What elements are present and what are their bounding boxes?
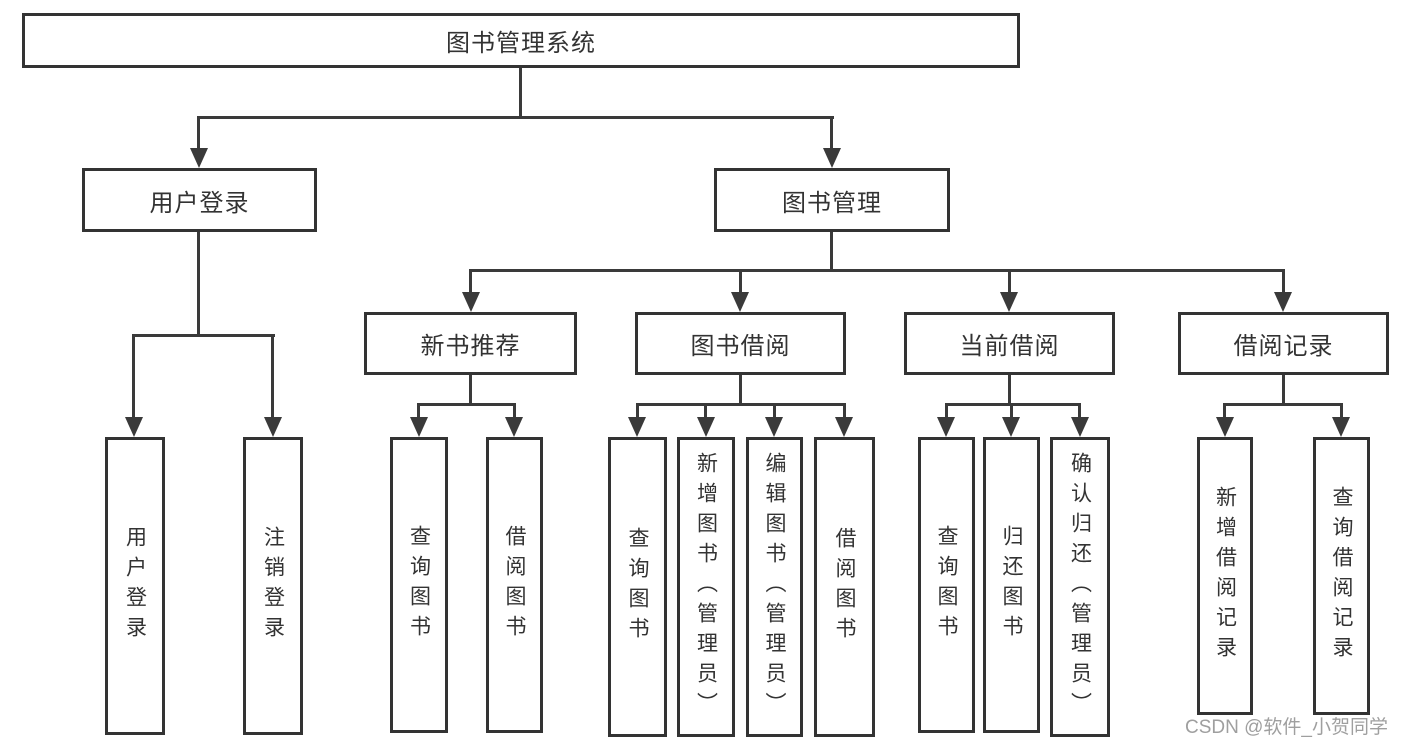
connector-line	[519, 68, 522, 118]
connector-line	[271, 334, 274, 421]
leaf-confirm-return-admin-label: 确认归还（管理员）	[1068, 452, 1092, 722]
arrow-down-icon	[937, 417, 955, 437]
node-user-login-label: 用户登录	[149, 189, 250, 217]
connector-line	[1340, 403, 1343, 421]
connector-line	[417, 403, 420, 421]
leaf-return-book: 归还图书	[983, 437, 1040, 733]
connector-line	[1078, 403, 1081, 421]
connector-line	[1223, 403, 1226, 421]
node-current-borrow: 当前借阅	[904, 312, 1115, 375]
node-borrow-records: 借阅记录	[1178, 312, 1389, 375]
connector-line	[636, 403, 639, 421]
node-current-borrow-label: 当前借阅	[959, 333, 1060, 360]
connector-line	[739, 269, 742, 297]
connector-line	[945, 403, 948, 421]
leaf-user-login: 用户登录	[105, 437, 165, 735]
node-root-label: 图书管理系统	[446, 30, 596, 57]
connector-line	[739, 375, 742, 406]
arrow-down-icon	[835, 417, 853, 437]
arrow-down-icon	[1002, 417, 1020, 437]
connector-line	[830, 116, 833, 152]
arrow-down-icon	[1332, 417, 1350, 437]
leaf-query-books-label: 查询图书	[407, 525, 431, 645]
leaf-logout: 注销登录	[243, 437, 303, 735]
leaf-borrow-books-2-label: 借阅图书	[833, 527, 856, 647]
leaf-add-book-admin: 新增图书（管理员）	[677, 437, 735, 737]
arrow-down-icon	[731, 292, 749, 312]
leaf-query-books-2: 查询图书	[608, 437, 667, 737]
leaf-add-borrow-record: 新增借阅记录	[1197, 437, 1253, 715]
node-root: 图书管理系统	[22, 13, 1020, 68]
arrow-down-icon	[264, 417, 282, 437]
leaf-return-book-label: 归还图书	[1000, 525, 1023, 645]
node-new-book-recommend-label: 新书推荐	[420, 333, 521, 360]
arrow-down-icon	[1216, 417, 1234, 437]
connector-line	[469, 269, 472, 297]
leaf-query-books-3-label: 查询图书	[935, 525, 958, 645]
connector-line	[704, 403, 707, 421]
arrow-down-icon	[462, 292, 480, 312]
connector-line	[843, 403, 846, 421]
leaf-borrow-books: 借阅图书	[486, 437, 543, 733]
arrow-down-icon	[628, 417, 646, 437]
arrow-down-icon	[1000, 292, 1018, 312]
leaf-edit-book-admin: 编辑图书（管理员）	[746, 437, 803, 737]
connector-line	[197, 116, 200, 152]
connector-line	[132, 334, 275, 337]
leaf-borrow-books-2: 借阅图书	[814, 437, 875, 737]
connector-line	[636, 403, 846, 406]
arrow-down-icon	[125, 417, 143, 437]
connector-line	[513, 403, 516, 421]
leaf-edit-book-admin-label: 编辑图书（管理员）	[763, 452, 786, 722]
connector-line	[1010, 403, 1013, 421]
node-book-management-label: 图书管理	[782, 189, 882, 217]
connector-line	[469, 269, 1285, 272]
connector-line	[132, 334, 135, 421]
leaf-logout-label: 注销登录	[261, 526, 285, 646]
arrow-down-icon	[823, 148, 841, 168]
connector-line	[1282, 269, 1285, 297]
leaf-query-borrow-record-label: 查询借阅记录	[1330, 486, 1353, 666]
arrow-down-icon	[1071, 417, 1089, 437]
leaf-add-borrow-record-label: 新增借阅记录	[1213, 486, 1237, 666]
arrow-down-icon	[505, 417, 523, 437]
leaf-query-borrow-record: 查询借阅记录	[1313, 437, 1370, 715]
arrow-down-icon	[190, 148, 208, 168]
leaf-query-books-3: 查询图书	[918, 437, 975, 733]
watermark: CSDN @软件_小贺同学	[1185, 717, 1388, 738]
connector-line	[945, 403, 1081, 406]
node-book-borrow: 图书借阅	[635, 312, 846, 375]
connector-line	[417, 403, 516, 406]
connector-line	[1282, 375, 1285, 406]
connector-line	[469, 375, 472, 406]
leaf-add-book-admin-label: 新增图书（管理员）	[694, 452, 718, 722]
connector-line	[197, 232, 200, 337]
arrow-down-icon	[410, 417, 428, 437]
connector-line	[1223, 403, 1343, 406]
connector-line	[1008, 269, 1011, 297]
leaf-query-books: 查询图书	[390, 437, 448, 733]
node-book-borrow-label: 图书借阅	[690, 333, 791, 360]
connector-line	[830, 232, 833, 272]
connector-line	[773, 403, 776, 421]
leaf-query-books-2-label: 查询图书	[626, 527, 649, 647]
leaf-user-login-label: 用户登录	[123, 526, 147, 646]
connector-line	[1008, 375, 1011, 406]
leaf-borrow-books-label: 借阅图书	[503, 525, 526, 645]
node-borrow-records-label: 借阅记录	[1233, 333, 1334, 360]
arrow-down-icon	[697, 417, 715, 437]
node-user-login: 用户登录	[82, 168, 317, 232]
node-new-book-recommend: 新书推荐	[364, 312, 577, 375]
node-book-management: 图书管理	[714, 168, 950, 232]
arrow-down-icon	[765, 417, 783, 437]
connector-line	[197, 116, 834, 119]
leaf-confirm-return-admin: 确认归还（管理员）	[1050, 437, 1110, 737]
arrow-down-icon	[1274, 292, 1292, 312]
